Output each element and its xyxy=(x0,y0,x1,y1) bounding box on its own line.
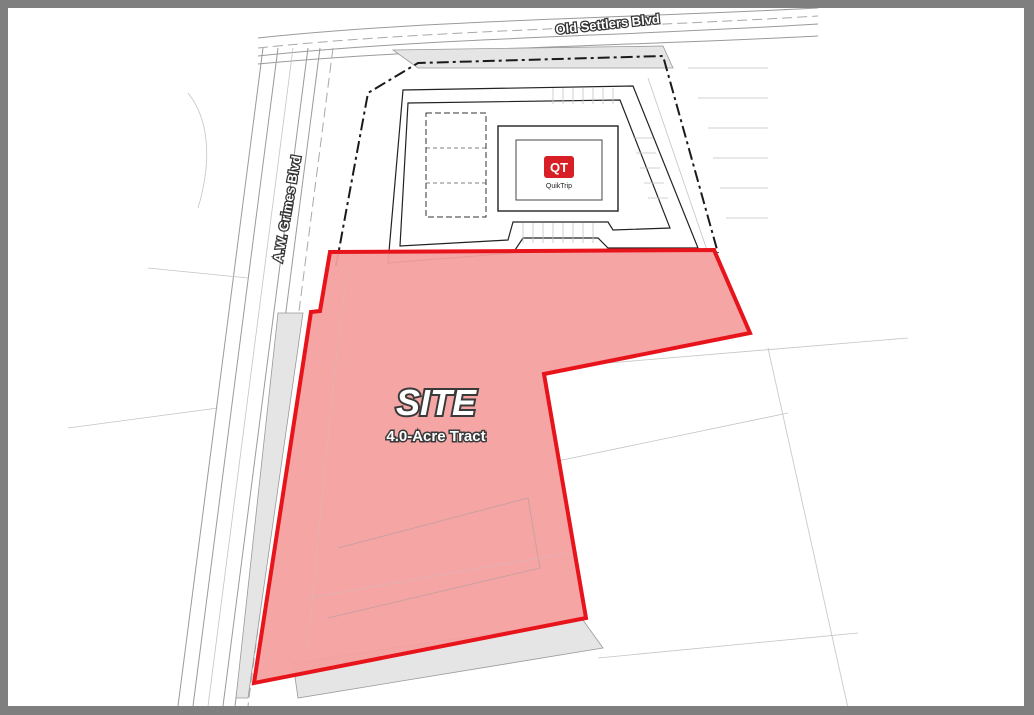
site-internal-linework xyxy=(307,267,569,649)
site-acreage-label: 4.0-Acre Tract xyxy=(386,428,485,445)
quiktrip-brand-label: QuikTrip xyxy=(546,183,572,190)
site-title: SITE xyxy=(396,382,477,423)
quiktrip-parking-lot xyxy=(387,85,699,264)
quiktrip-store-building: QT QuikTrip xyxy=(497,125,619,212)
site-parcel-boundary xyxy=(251,247,753,686)
quiktrip-logo-badge xyxy=(544,156,574,178)
quiktrip-logo-text: QT xyxy=(550,160,568,175)
quiktrip-property-boundary xyxy=(335,54,719,267)
background-parcel-lines xyxy=(67,67,909,706)
site-plan-map: QT QuikTrip Old Settlers Blvd A.W. Grime… xyxy=(67,8,909,706)
site-plan-frame: QT QuikTrip Old Settlers Blvd A.W. Grime… xyxy=(8,8,1024,706)
